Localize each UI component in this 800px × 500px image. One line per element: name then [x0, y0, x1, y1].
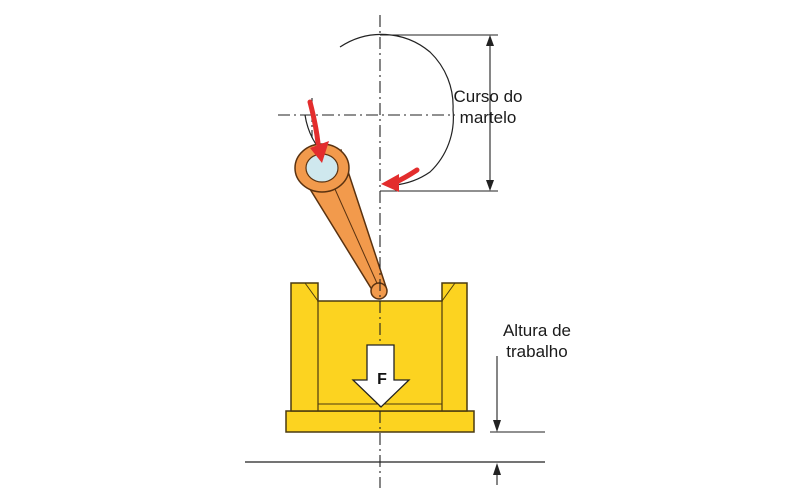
- force-arrow: [351, 344, 411, 408]
- press-top-lip-left: [304, 282, 319, 302]
- stroke-label-line1: Curso do: [453, 87, 523, 106]
- rotation-arrow-right-head: [381, 174, 399, 192]
- stroke-dim-arrow-bottom: [486, 180, 494, 191]
- working-height-label-line1: Altura de: [502, 321, 572, 340]
- rotation-arrow-upper-head: [310, 141, 329, 163]
- stroke-label: Curso do martelo: [432, 86, 544, 128]
- force-label: F: [377, 371, 387, 388]
- hammer-lower-pin: [370, 282, 388, 300]
- working-height-label-line2: trabalho: [506, 342, 568, 361]
- height-dim-arrow-bottom: [493, 463, 501, 475]
- press-top-lip-right: [441, 282, 456, 302]
- rotation-arrow-upper: [307, 99, 321, 146]
- working-height-label: Altura de trabalho: [478, 320, 596, 362]
- stroke-label-line2: martelo: [459, 108, 517, 127]
- stroke-dim-arrow-top: [486, 35, 494, 46]
- height-dim-arrow-top: [493, 420, 501, 432]
